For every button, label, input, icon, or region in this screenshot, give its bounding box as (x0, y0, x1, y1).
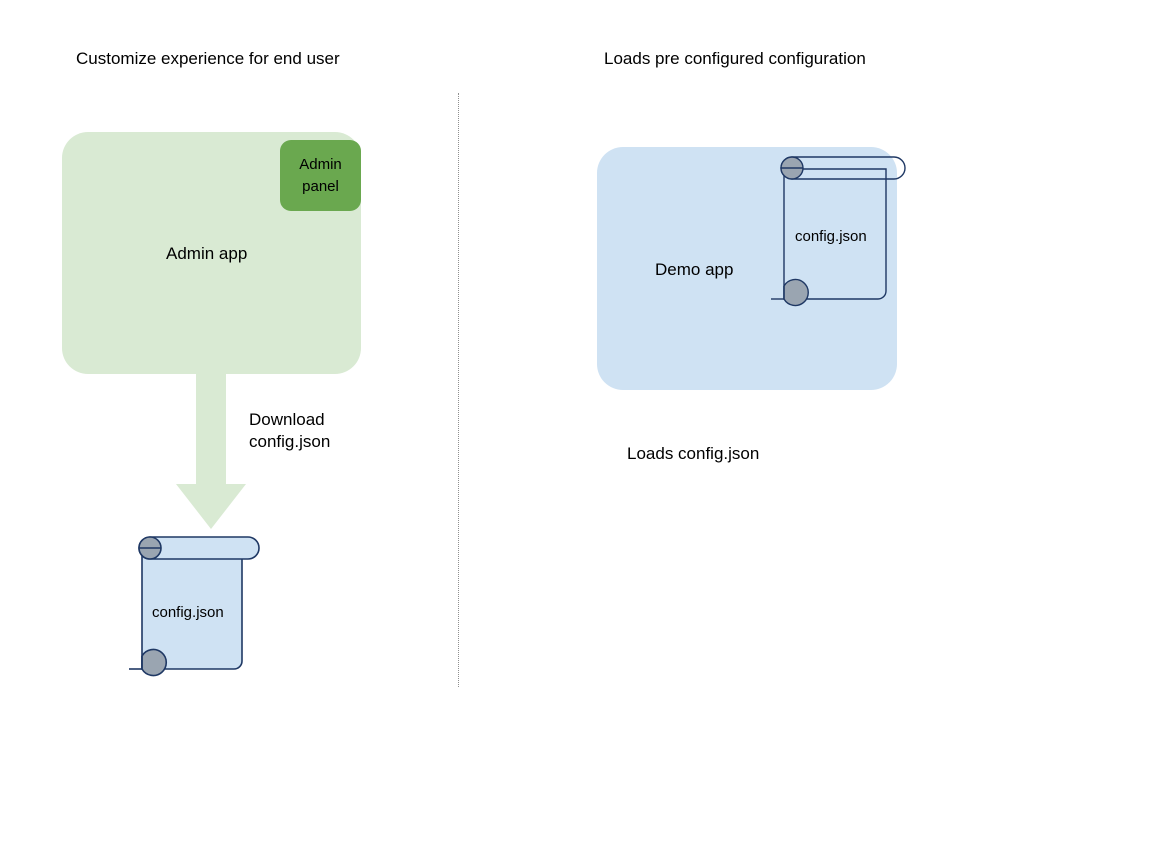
admin-panel-label-line1: Admin (299, 155, 342, 173)
demo-app-box (597, 147, 897, 390)
download-arrow-label-line1: Download (249, 410, 325, 429)
right-section-title: Loads pre configured configuration (604, 49, 866, 68)
download-arrow-label: Download config.json (249, 409, 330, 453)
demo-app-label: Demo app (655, 260, 734, 279)
vertical-dotted-divider-icon (458, 93, 459, 687)
left-section-title: Customize experience for end user (76, 49, 340, 68)
down-block-arrow-icon (176, 374, 246, 529)
scroll-document-icon-right (771, 156, 906, 307)
download-arrow-label-line2: config.json (249, 432, 331, 451)
left-document-label: config.json (152, 604, 224, 621)
scroll-document-icon-left (129, 536, 260, 677)
right-document-label: config.json (795, 228, 867, 245)
admin-panel-label-line2: panel (302, 177, 339, 195)
admin-app-label: Admin app (166, 244, 248, 263)
admin-panel-box[interactable]: Admin panel (280, 140, 361, 211)
loads-config-caption: Loads config.json (627, 444, 760, 463)
